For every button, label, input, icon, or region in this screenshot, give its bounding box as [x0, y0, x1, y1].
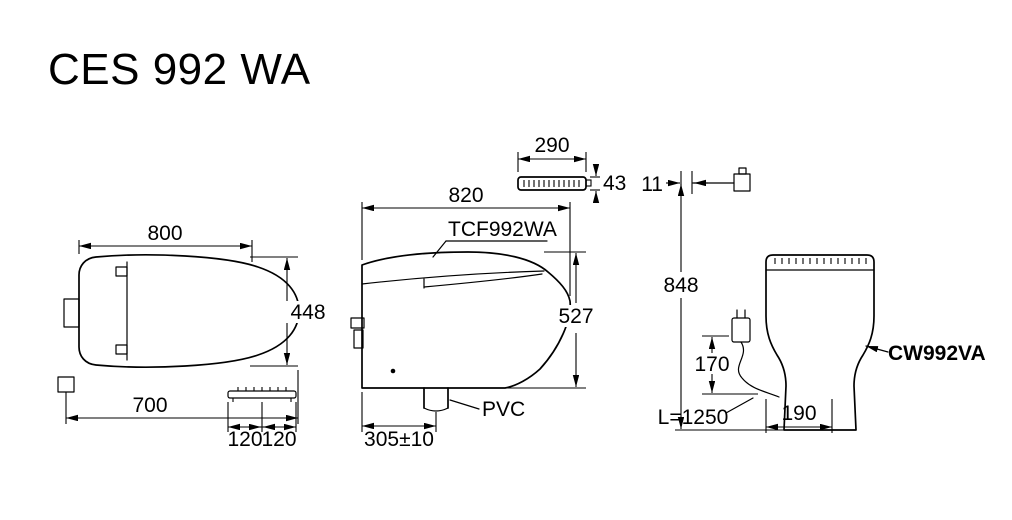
power-cord	[737, 341, 780, 398]
inlet-valve-upper	[350, 317, 365, 329]
cord-leader-line	[725, 397, 754, 414]
supply-valve	[733, 173, 751, 192]
fixing-bolt	[390, 368, 396, 374]
remote-buttons-hatch	[523, 180, 580, 187]
lid-edge-line	[361, 270, 545, 285]
dim-800: 800	[147, 222, 182, 245]
hinge-bottom	[115, 344, 128, 355]
dim-305: 305±10	[364, 428, 434, 451]
remote-side-buttons	[237, 387, 287, 391]
remote-clip	[585, 179, 592, 187]
dim-527: 527	[558, 305, 593, 328]
drain-pipe-end	[423, 407, 449, 412]
seat-edge-line	[423, 273, 543, 288]
inlet-valve-lower	[353, 329, 364, 349]
water-inlet-fitting	[57, 376, 75, 393]
cw-leader-arrow	[865, 345, 889, 353]
page-title: CES 992 WA	[48, 45, 311, 94]
dim-190: 190	[781, 402, 816, 425]
side-fitting	[63, 298, 80, 328]
dim-11: 11	[641, 173, 663, 196]
dim-120-b: 120	[261, 428, 296, 451]
power-plug-icon	[731, 317, 751, 343]
control-panel-hatch	[774, 258, 867, 264]
label-cord-length: L=1250	[658, 406, 729, 429]
dim-700: 700	[132, 394, 167, 417]
label-leader	[432, 240, 447, 258]
seat-lid-outline	[78, 254, 300, 368]
pvc-leader-line	[449, 399, 480, 410]
dim-120-a: 120	[227, 428, 262, 451]
supply-valve-cap	[738, 167, 747, 175]
dim-43: 43	[603, 172, 626, 195]
dim-170: 170	[694, 353, 729, 376]
hinge-top	[115, 266, 128, 277]
dim-448: 448	[290, 301, 325, 324]
text-whiteout	[284, 301, 332, 323]
label-cw-model: CW992VA	[888, 342, 986, 365]
text-whiteout	[552, 305, 600, 327]
remote-control	[517, 176, 587, 191]
top-view: 800 448 700 120 120	[57, 222, 332, 451]
label-pvc: PVC	[482, 398, 525, 421]
label-tcf-model: TCF992WA	[448, 218, 557, 241]
text-whiteout	[657, 274, 705, 296]
dim-290: 290	[534, 134, 569, 157]
rear-view: 11 848 170 L=1250 190 CW992VA	[641, 167, 986, 433]
dim-820: 820	[448, 184, 483, 207]
side-view: 290 43 820 PVC TCF992WA	[350, 134, 626, 451]
dim-848: 848	[663, 274, 698, 297]
toilet-rear-outline	[765, 254, 875, 431]
remote-side-profile	[227, 390, 297, 399]
toilet-side-outline	[361, 251, 572, 389]
text-whiteout	[690, 354, 734, 374]
